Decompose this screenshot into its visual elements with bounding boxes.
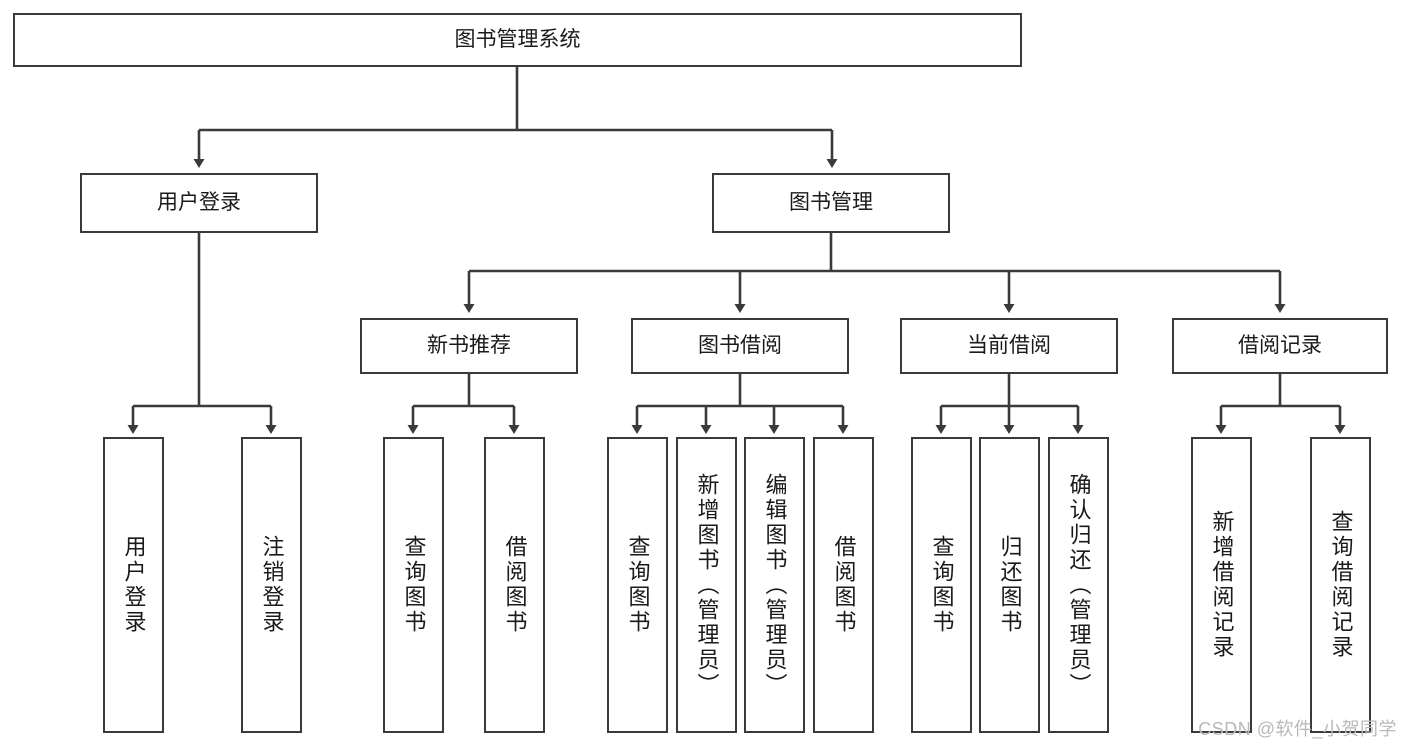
node-current-borrow[interactable]: 当前借阅 [900, 318, 1118, 374]
leaf-recommend-borrow-book-label: 借阅图书 [502, 535, 528, 635]
leaf-user-login-logout-label: 注销登录 [259, 535, 285, 635]
leaf-user-login-login[interactable]: 用户登录 [103, 437, 164, 733]
leaf-borrow-query-book-label: 查询图书 [625, 535, 651, 635]
leaf-user-login-logout[interactable]: 注销登录 [241, 437, 302, 733]
node-current-borrow-label: 当前借阅 [967, 333, 1051, 357]
node-book-borrow[interactable]: 图书借阅 [631, 318, 849, 374]
leaf-record-add-record[interactable]: 新增借阅记录 [1191, 437, 1252, 733]
leaf-recommend-borrow-book[interactable]: 借阅图书 [484, 437, 545, 733]
leaf-record-query-record[interactable]: 查询借阅记录 [1310, 437, 1371, 733]
leaf-current-confirm-return-admin[interactable]: 确认归还（管理员） [1048, 437, 1109, 733]
node-borrow-record-label: 借阅记录 [1238, 333, 1322, 357]
leaf-borrow-add-book-admin[interactable]: 新增图书（管理员） [676, 437, 737, 733]
leaf-record-add-record-label: 新增借阅记录 [1209, 510, 1235, 660]
leaf-current-return-book[interactable]: 归还图书 [979, 437, 1040, 733]
leaf-current-return-book-label: 归还图书 [997, 535, 1023, 635]
leaf-record-query-record-label: 查询借阅记录 [1328, 510, 1354, 660]
node-new-book-recommend-label: 新书推荐 [427, 333, 511, 357]
node-book-management-label: 图书管理 [789, 190, 873, 214]
node-root-system[interactable]: 图书管理系统 [13, 13, 1022, 67]
leaf-current-query-book-label: 查询图书 [929, 535, 955, 635]
leaf-borrow-add-book-admin-label: 新增图书（管理员） [694, 472, 720, 698]
leaf-current-confirm-return-admin-label: 确认归还（管理员） [1066, 472, 1092, 698]
leaf-borrow-borrow-book-label: 借阅图书 [831, 535, 857, 635]
leaf-recommend-query-book[interactable]: 查询图书 [383, 437, 444, 733]
node-borrow-record[interactable]: 借阅记录 [1172, 318, 1388, 374]
leaf-borrow-edit-book-admin-label: 编辑图书（管理员） [762, 472, 788, 698]
leaf-recommend-query-book-label: 查询图书 [401, 535, 427, 635]
leaf-user-login-login-label: 用户登录 [121, 535, 147, 635]
node-new-book-recommend[interactable]: 新书推荐 [360, 318, 578, 374]
node-root-system-label: 图书管理系统 [454, 27, 581, 51]
watermark-text: CSDN @软件_小贺同学 [1198, 719, 1397, 739]
leaf-current-query-book[interactable]: 查询图书 [911, 437, 972, 733]
node-book-management[interactable]: 图书管理 [712, 173, 950, 233]
leaf-borrow-query-book[interactable]: 查询图书 [607, 437, 668, 733]
node-user-login-label: 用户登录 [157, 190, 241, 214]
node-user-login[interactable]: 用户登录 [80, 173, 318, 233]
node-book-borrow-label: 图书借阅 [698, 333, 782, 357]
leaf-borrow-edit-book-admin[interactable]: 编辑图书（管理员） [744, 437, 805, 733]
leaf-borrow-borrow-book[interactable]: 借阅图书 [813, 437, 874, 733]
